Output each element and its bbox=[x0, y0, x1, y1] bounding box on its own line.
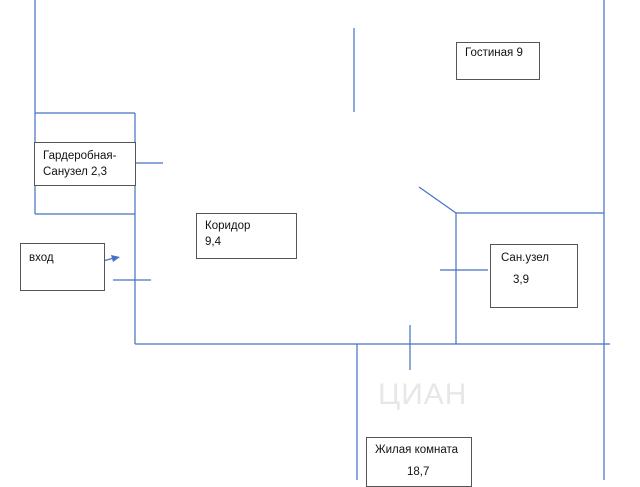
label-entrance: вход bbox=[20, 243, 105, 291]
corridor-line1: Коридор bbox=[205, 220, 251, 232]
label-bathroom: Сан.узел 3,9 bbox=[490, 244, 578, 308]
label-living-room: Гостиная 9 bbox=[456, 42, 540, 80]
bedroom-line1: Жилая комната bbox=[375, 444, 459, 456]
corridor-line2: 9,4 bbox=[205, 236, 221, 248]
living-room-label: Гостиная 9 bbox=[465, 47, 523, 59]
watermark: ЦИАН bbox=[378, 378, 468, 411]
entrance-label: вход bbox=[29, 252, 54, 264]
label-corridor: Коридор 9,4 bbox=[196, 213, 297, 259]
door-living-diagonal bbox=[418, 186, 457, 214]
label-wardrobe: Гардеробная- Санузел 2,3 bbox=[34, 142, 136, 186]
wardrobe-line1: Гардеробная- bbox=[43, 150, 117, 162]
entrance-arrow-head bbox=[111, 255, 120, 262]
bathroom-line2: 3,9 bbox=[513, 274, 529, 286]
bedroom-line2: 18,7 bbox=[407, 466, 430, 478]
label-bedroom: Жилая комната 18,7 bbox=[366, 437, 472, 487]
bathroom-line1: Сан.узел bbox=[501, 252, 549, 264]
wardrobe-line2: Санузел 2,3 bbox=[43, 166, 107, 178]
